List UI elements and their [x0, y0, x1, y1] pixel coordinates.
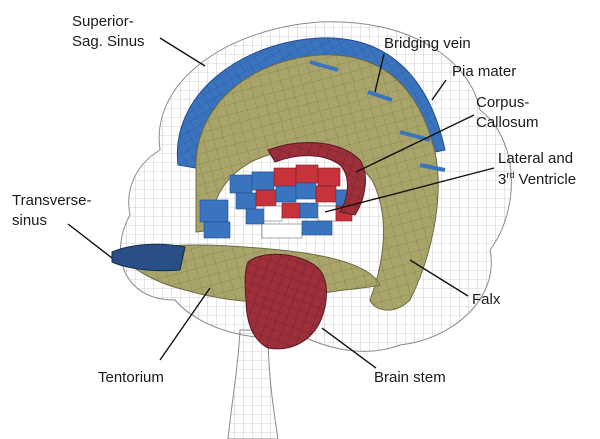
label-lateral-ventricle-num: 3 [498, 171, 506, 188]
label-bridging-vein: Bridging vein [384, 35, 471, 52]
label-superior-sag-sinus-1: Superior- [72, 13, 134, 30]
label-falx: Falx [472, 291, 501, 308]
label-transverse-sinus-1: Transverse- [12, 192, 91, 209]
label-transverse-sinus-2: sinus [12, 212, 47, 229]
leader-superior-sag-sinus [160, 38, 205, 66]
label-pia-mater: Pia mater [452, 63, 516, 80]
label-tentorium: Tentorium [98, 369, 164, 386]
label-superior-sag-sinus-2: Sag. Sinus [72, 33, 145, 50]
label-brain-stem: Brain stem [374, 369, 446, 386]
label-corpus-callosum-1: Corpus- [476, 94, 529, 111]
label-lateral-ventricle-1: Lateral and [498, 150, 573, 167]
leader-transverse-sinus [68, 224, 112, 258]
label-corpus-callosum-2: Callosum [476, 114, 539, 131]
label-lateral-ventricle-sup: rd [506, 170, 514, 180]
label-lateral-ventricle-rest: Ventricle [514, 171, 576, 188]
